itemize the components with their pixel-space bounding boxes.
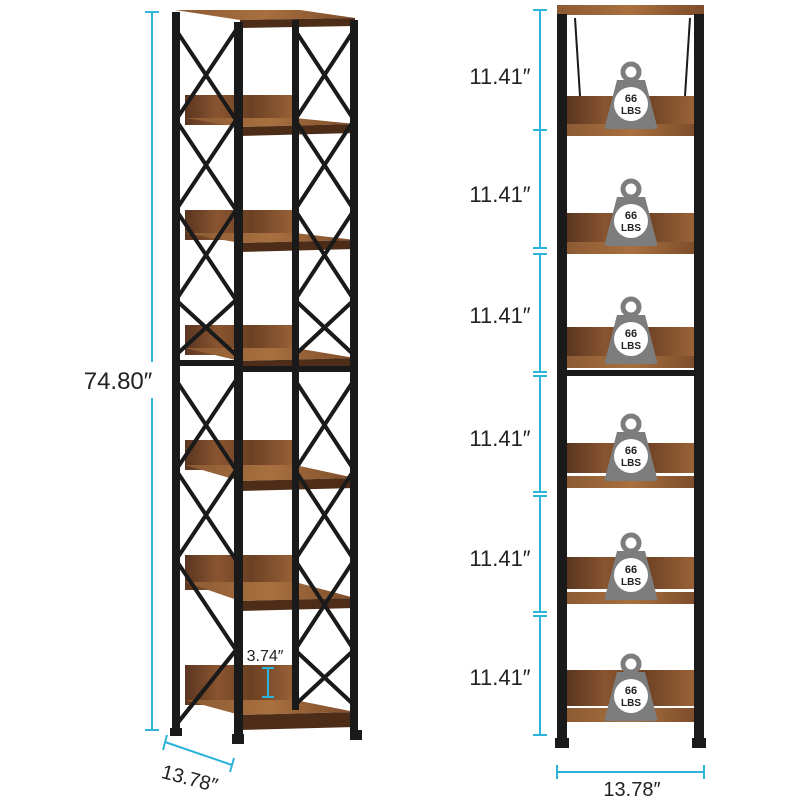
weight-unit-label: LBS [621,458,641,469]
shelf-angled-view [170,10,362,744]
frame-posts [170,12,362,744]
weight-unit-label: LBS [621,341,641,352]
depth-dimension [162,734,235,773]
shelf-spacing-dimensions [533,9,547,736]
weight-value-label: 66 [625,210,637,222]
weight-unit-label: LBS [621,106,641,117]
front-width-dimension [556,765,705,779]
weight-value-label: 66 [625,93,637,105]
front-width-label: 13.78″ [603,779,660,800]
cross-braces [173,28,357,727]
total-height-label: 74.80″ [84,368,153,395]
shelf-spacing-label: 11.41″ [469,64,530,89]
depth-label: 13.78″ [159,761,220,797]
shelf-spacing-label: 11.41″ [469,546,530,571]
shelf-spacing-labels: 11.41″ 11.41″ 11.41″ 11.41″ 11.41″ 11.41… [469,64,530,690]
shelf-spacing-label: 11.41″ [469,303,530,328]
shelf-spacing-label: 11.41″ [469,665,530,690]
shelf-spacing-label: 11.41″ [469,182,530,207]
bottom-gap-dimension [262,667,274,698]
weight-value-label: 66 [625,445,637,457]
weight-value-label: 66 [625,328,637,340]
shelf-spacing-label: 11.41″ [469,426,530,451]
weight-value-label: 66 [625,685,637,697]
front-shelves [566,96,696,722]
weight-unit-label: LBS [621,223,641,234]
front-posts [555,14,706,748]
weight-unit-label: LBS [621,577,641,588]
weight-value-label: 66 [625,564,637,576]
bottom-gap-label: 3.74″ [247,648,284,665]
weight-unit-label: LBS [621,698,641,709]
